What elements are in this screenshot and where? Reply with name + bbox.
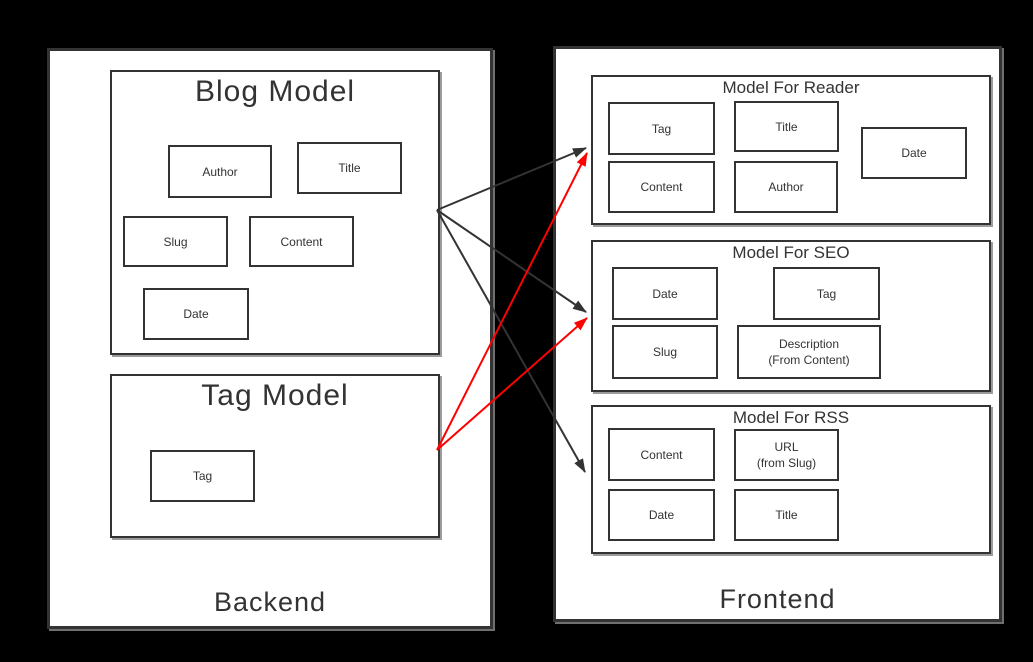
model-for-seo-title: Model For SEO [732, 243, 850, 262]
field-title: Title [734, 101, 839, 152]
field-date: Date [143, 288, 249, 340]
model-for-rss-box: Model For RSS Content URL (from Slug) Da… [591, 405, 991, 554]
frontend-panel: Model For Reader Tag Title Date Content … [553, 46, 1002, 622]
field-slug: Slug [123, 216, 228, 267]
backend-label: Backend [213, 587, 327, 617]
field-slug: Slug [612, 325, 718, 379]
field-author: Author [734, 161, 838, 213]
tag-model-title: Tag Model [201, 379, 349, 412]
field-content: Content [608, 161, 715, 213]
field-content: Content [608, 428, 715, 481]
blog-model-box: Blog Model Author Title Slug Content Dat… [110, 70, 440, 355]
field-title: Title [734, 489, 839, 541]
blog-model-title: Blog Model [194, 75, 356, 108]
field-tag: Tag [608, 102, 715, 155]
model-for-reader-title: Model For Reader [722, 78, 860, 97]
model-for-seo-box: Model For SEO Date Tag Slug Description … [591, 240, 991, 392]
field-date: Date [612, 267, 718, 320]
field-tag: Tag [773, 267, 880, 320]
field-content: Content [249, 216, 354, 267]
field-url-from-slug: URL (from Slug) [734, 429, 839, 481]
field-author: Author [168, 145, 272, 198]
field-date: Date [608, 489, 715, 541]
tag-model-box: Tag Model Tag [110, 374, 440, 538]
field-title: Title [297, 142, 402, 194]
model-for-rss-title: Model For RSS [732, 408, 850, 427]
field-tag: Tag [150, 450, 255, 502]
backend-panel: Blog Model Author Title Slug Content Dat… [47, 48, 493, 629]
field-description-from-content: Description (From Content) [737, 325, 881, 379]
frontend-label: Frontend [719, 584, 836, 614]
field-date: Date [861, 127, 967, 179]
model-for-reader-box: Model For Reader Tag Title Date Content … [591, 75, 991, 225]
